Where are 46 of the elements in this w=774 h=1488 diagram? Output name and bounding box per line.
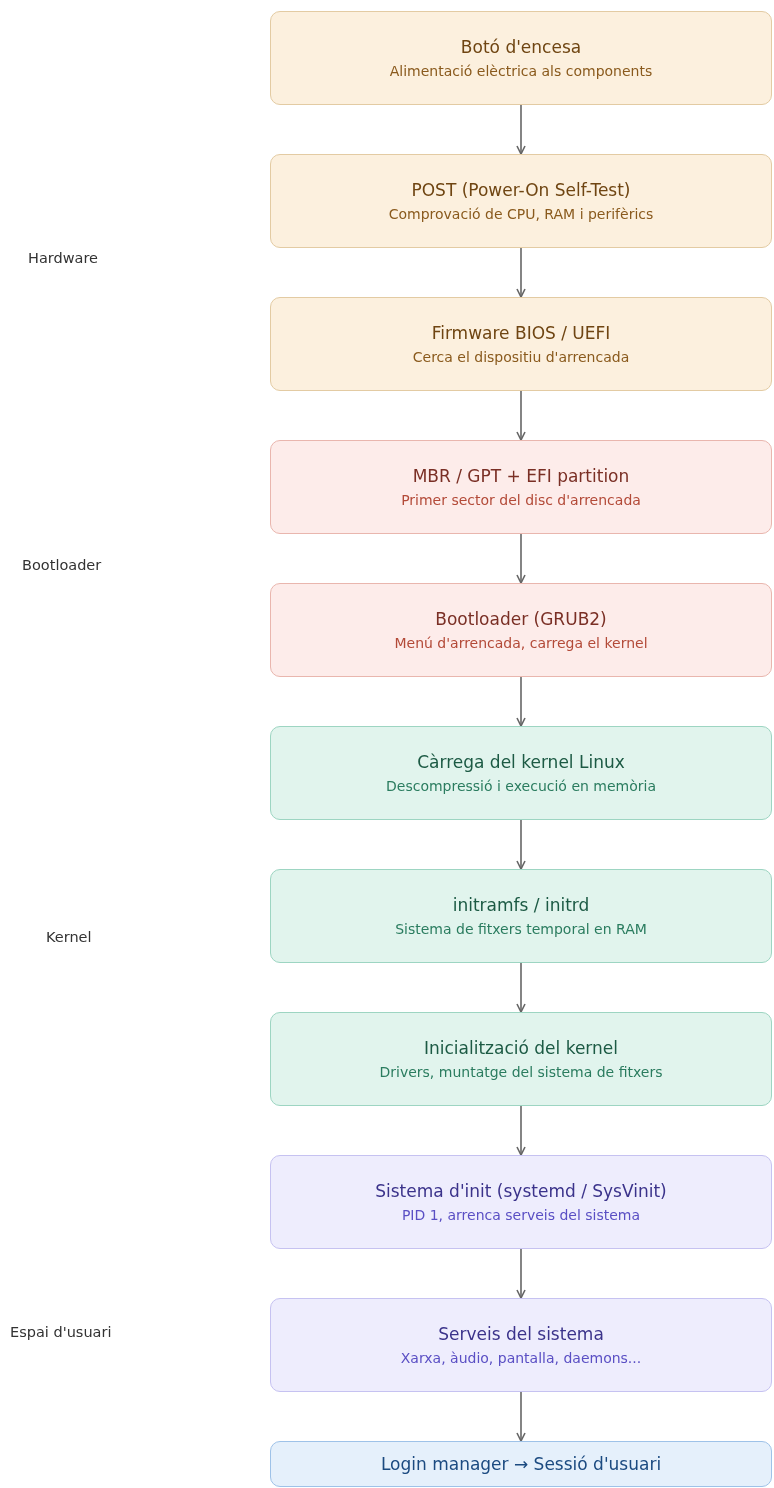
step-description: Menú d'arrencada, carrega el kernel [394, 635, 648, 651]
step-description: Sistema de fitxers temporal en RAM [395, 921, 647, 937]
step-title: Botó d'encesa [460, 37, 582, 57]
arrow [516, 533, 526, 584]
step-title: Inicialització del kernel [423, 1038, 619, 1058]
step-title: MBR / GPT + EFI partition [412, 466, 630, 486]
stage-label: Kernel [46, 929, 92, 945]
process-box [270, 440, 772, 534]
process-box [270, 1155, 772, 1249]
arrow [516, 1248, 526, 1299]
step-title: Càrrega del kernel Linux [417, 752, 625, 772]
process-box [270, 1012, 772, 1106]
process-box [270, 869, 772, 963]
step-title: Sistema d'init (systemd / SysVinit) [375, 1181, 667, 1201]
process-box [270, 583, 772, 677]
step-title: POST (Power-On Self-Test) [411, 180, 631, 200]
arrow [516, 247, 526, 298]
step-description: Xarxa, àudio, pantalla, daemons... [400, 1350, 642, 1366]
step-title: Bootloader (GRUB2) [435, 609, 607, 629]
arrow [516, 1105, 526, 1156]
step-description: Comprovació de CPU, RAM i perifèrics [388, 206, 654, 222]
process-box [270, 1298, 772, 1392]
stage-label: Bootloader [22, 557, 102, 573]
process-box [270, 154, 772, 248]
step-title: initramfs / initrd [452, 895, 590, 915]
process-box [270, 11, 772, 105]
arrow [516, 104, 526, 155]
step-description: PID 1, arrenca serveis del sistema [401, 1207, 641, 1223]
stage-label: Hardware [28, 250, 98, 266]
arrow [516, 676, 526, 727]
step-title: Login manager → Sessió d'usuari [380, 1454, 662, 1474]
arrow [516, 1391, 526, 1442]
step-title: Serveis del sistema [438, 1324, 604, 1344]
step-description: Drivers, muntatge del sistema de fitxers [379, 1064, 663, 1080]
step-title: Firmware BIOS / UEFI [431, 323, 611, 343]
step-description: Primer sector del disc d'arrencada [401, 492, 641, 508]
arrow [516, 390, 526, 441]
arrow [516, 819, 526, 870]
step-description: Descompressió i execució en memòria [386, 778, 656, 794]
process-box [270, 297, 772, 391]
stage-label: Espai d'usuari [10, 1324, 112, 1340]
step-description: Cerca el dispositiu d'arrencada [412, 349, 630, 365]
process-box [270, 1441, 772, 1487]
process-box [270, 726, 772, 820]
step-description: Alimentació elèctrica als components [389, 63, 653, 79]
arrow [516, 962, 526, 1013]
